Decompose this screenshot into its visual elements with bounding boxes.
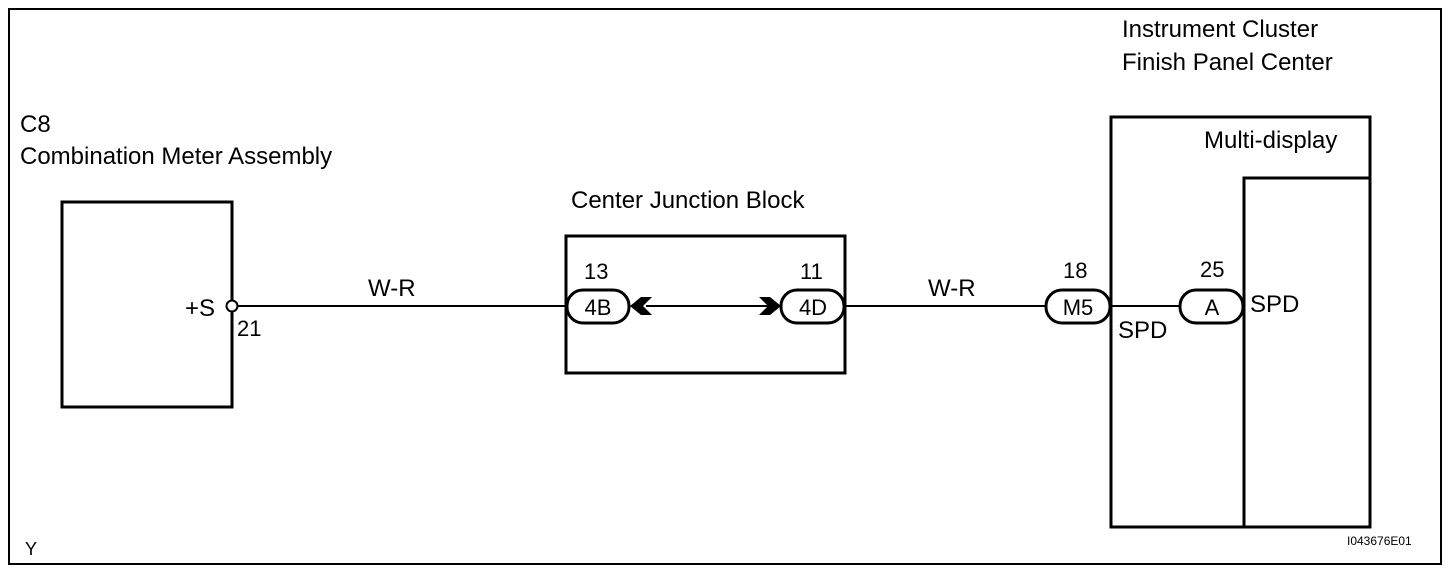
meter-code-label: C8 [20,111,51,138]
connector-m5-pill [1044,288,1112,325]
wire-left-color-label: W-R [368,275,416,302]
multidisplay-title: Multi-display [1204,127,1337,154]
cluster-title-line2: Finish Panel Center [1122,49,1333,76]
junction-left-pin: 13 [584,259,608,284]
junction-right-pin: 11 [800,259,823,284]
connector-4d-label: 4D [799,295,827,320]
right-chevron-icon [759,297,781,315]
figure-code: I043676E01 [1347,534,1412,548]
multidisplay-pin-label: 25 [1200,257,1224,282]
connector-4b-pill [565,288,631,325]
meter-name-label: Combination Meter Assembly [20,143,332,170]
meter-terminal-circle [225,299,239,313]
connector-a-label: A [1205,295,1220,320]
diagram-frame [8,8,1442,565]
cluster-title-line1: Instrument Cluster [1122,16,1318,43]
connector-a-pill [1178,288,1245,325]
connector-4d-pill [779,288,846,325]
multidisplay-box [1242,176,1372,529]
meter-terminal-label: +S [185,295,215,322]
connector-4b-label: 4B [585,295,612,320]
connector-m5-label: M5 [1063,295,1094,320]
left-chevron-icon [630,297,652,315]
junction-title: Center Junction Block [571,187,805,214]
meter-pin-label: 21 [237,316,261,341]
corner-letter: Y [25,539,37,559]
wire-right-color-label: W-R [928,275,976,302]
multidisplay-terminal-label: SPD [1250,291,1299,318]
cluster-pin-label: 18 [1063,258,1087,283]
cluster-terminal-label: SPD [1118,317,1167,344]
